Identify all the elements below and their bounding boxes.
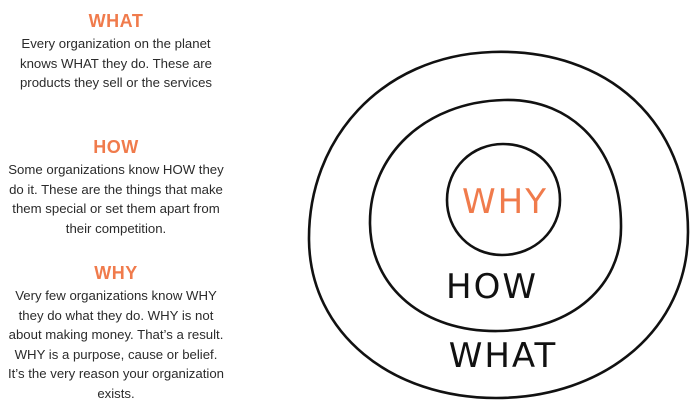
why-heading: WHY	[94, 263, 138, 283]
how-description: Some organizations know HOW they do it. …	[8, 162, 224, 236]
how-heading: HOW	[93, 137, 139, 157]
outer-circle	[307, 50, 690, 400]
how-circle-label: HOW	[446, 267, 538, 307]
middle-circle	[368, 98, 623, 333]
why-section: WHY Very few organizations know WHY they…	[0, 263, 232, 403]
what-description: Every organization on the planet knows W…	[19, 36, 213, 90]
why-description: Very few organizations know WHY they do …	[7, 288, 224, 401]
how-section: HOW Some organizations know HOW they do …	[0, 137, 232, 238]
why-circle-label: WHY	[462, 182, 548, 222]
inner-circle	[445, 142, 562, 257]
what-section: WHAT Every organization on the planet kn…	[0, 11, 232, 93]
what-heading: WHAT	[88, 11, 144, 31]
what-circle-label: WHAT	[449, 336, 558, 376]
